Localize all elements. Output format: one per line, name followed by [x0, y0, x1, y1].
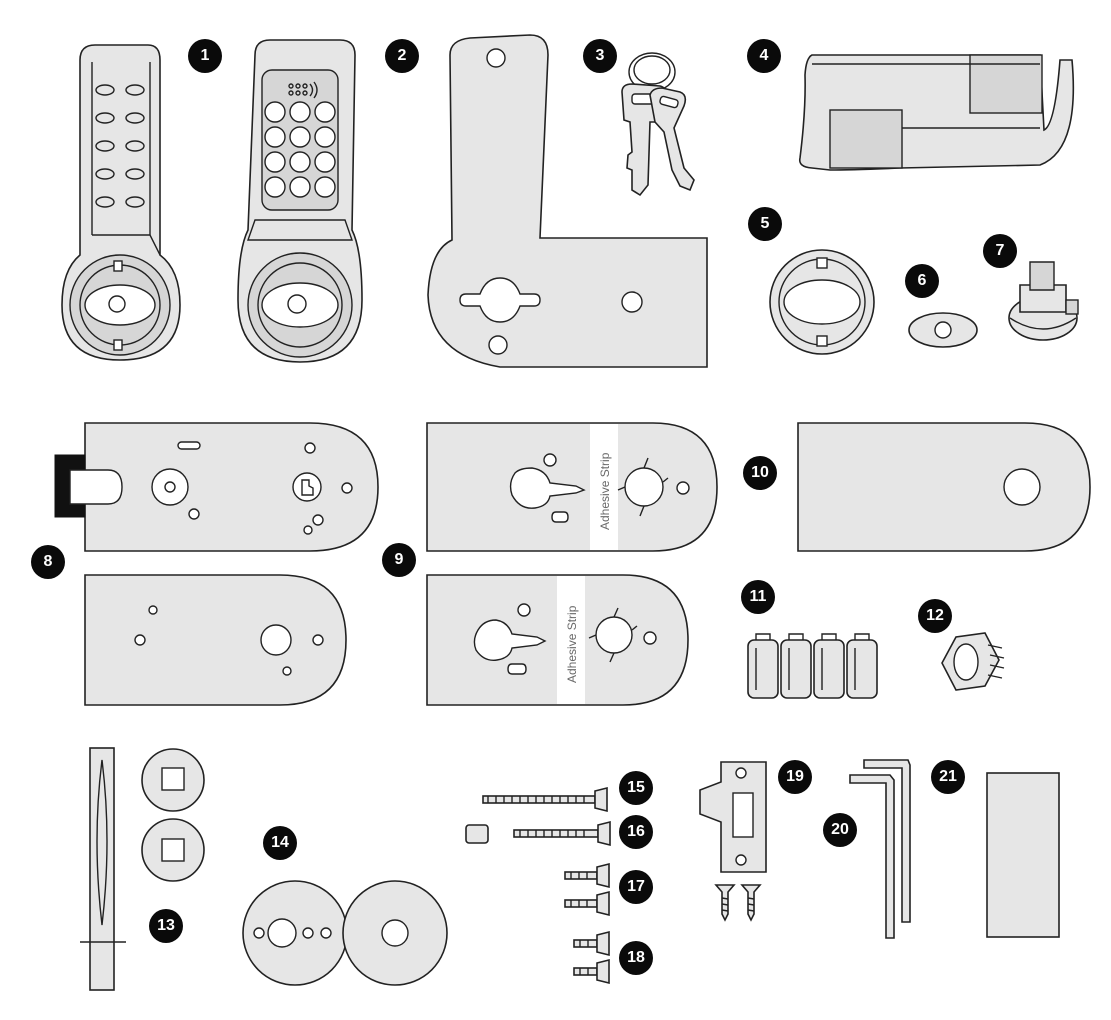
hex-keys — [849, 759, 911, 939]
callout-3: 3 — [583, 39, 617, 73]
callout-16: 16 — [619, 815, 653, 849]
callout-20: 20 — [823, 813, 857, 847]
adhesive-strip-label-bottom: Adhesive Strip — [565, 605, 579, 683]
handle-lever — [798, 54, 1075, 171]
spacer-block — [986, 772, 1060, 938]
callout-17: 17 — [619, 870, 653, 904]
callout-9: 9 — [382, 543, 416, 577]
square-spindle-rose-lower — [141, 818, 205, 882]
oval-escutcheon — [908, 312, 978, 348]
short-screws — [573, 930, 610, 985]
callout-8: 8 — [31, 545, 65, 579]
square-spindle-rose-upper — [141, 748, 205, 812]
batteries — [747, 633, 878, 699]
callout-4: 4 — [747, 39, 781, 73]
mounting-backplate — [427, 34, 708, 368]
callout-11: 11 — [741, 580, 775, 614]
round-rose-right — [342, 880, 448, 986]
strike-plate — [699, 761, 767, 873]
long-screw — [482, 786, 608, 813]
round-rose-left — [242, 880, 348, 986]
mounting-plate-upper — [54, 422, 379, 552]
template-plate-upper — [426, 422, 718, 552]
callout-18: 18 — [619, 941, 653, 975]
spindle-adapter — [1008, 261, 1079, 341]
callout-2: 2 — [385, 39, 419, 73]
template-plate-lower — [426, 574, 689, 706]
strike-plate-screws — [714, 884, 762, 922]
threaded-bushing — [941, 632, 1005, 691]
callout-7: 7 — [983, 234, 1017, 268]
adhesive-strip-label-top: Adhesive Strip — [598, 452, 612, 530]
callout-21: 21 — [931, 760, 965, 794]
callout-5: 5 — [748, 207, 782, 241]
screw-with-sleeve — [465, 820, 611, 847]
callout-10: 10 — [743, 456, 777, 490]
callout-19: 19 — [778, 760, 812, 794]
callout-14: 14 — [263, 826, 297, 860]
callout-13: 13 — [149, 909, 183, 943]
keys — [621, 52, 695, 197]
tubular-latch — [80, 747, 126, 991]
lock-rear-body — [61, 44, 181, 361]
cylinder-rose — [769, 249, 875, 355]
callout-1: 1 — [188, 39, 222, 73]
lock-front-keypad — [237, 39, 363, 363]
callout-12: 12 — [918, 599, 952, 633]
callout-15: 15 — [619, 771, 653, 805]
callout-6: 6 — [905, 264, 939, 298]
medium-screws — [564, 862, 610, 917]
large-backplate — [797, 422, 1091, 552]
mounting-plate-lower — [84, 574, 347, 706]
